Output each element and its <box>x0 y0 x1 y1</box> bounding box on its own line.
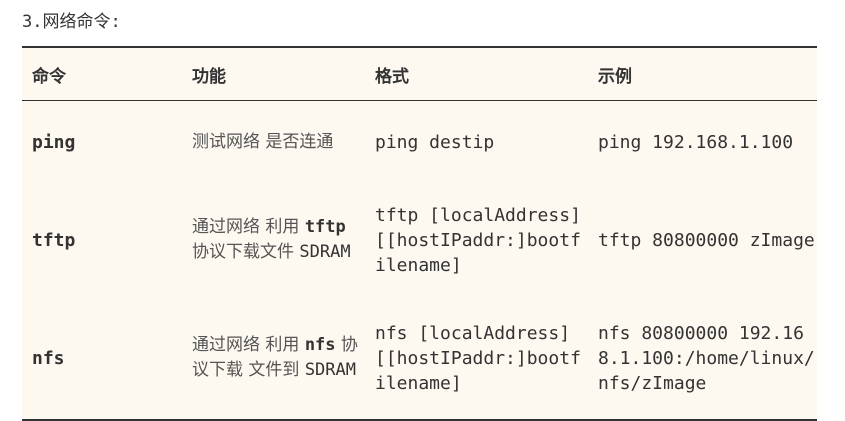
table-row: ping 测试网络 是否连通 ping destip ping 192.168.… <box>22 101 817 184</box>
header-command: 命令 <box>22 48 182 101</box>
example-cell: tftp 80800000 zImage <box>598 229 815 251</box>
header-example: 示例 <box>588 48 817 101</box>
command-cell: ping <box>32 131 76 153</box>
command-cell: tftp <box>32 229 76 251</box>
table-row: tftp 通过网络 利用 tftp 协议下载文件 SDRAM tftp [loc… <box>22 183 817 297</box>
header-format: 格式 <box>365 48 588 101</box>
function-text: 测试网络 是否连通 <box>192 131 334 152</box>
table-row: nfs 通过网络 利用 nfs 协议下载 文件到 SDRAM nfs [loca… <box>22 297 817 419</box>
header-function: 功能 <box>182 48 365 101</box>
function-code-text: SDRAM <box>304 360 356 380</box>
format-cell: ping destip <box>375 131 495 153</box>
example-cell: ping 192.168.1.100 <box>598 131 794 153</box>
function-cell: 通过网络 利用 tftp 协议下载文件 SDRAM <box>182 183 365 297</box>
function-text: 协议下载文件 <box>192 242 300 262</box>
function-code-text: nfs <box>304 335 336 355</box>
format-cell: tftp [localAddress] [[hostIPaddr:]bootfi… <box>375 204 581 276</box>
command-cell: nfs <box>32 347 65 369</box>
format-cell: nfs [localAddress] [[hostIPaddr:]bootfil… <box>375 322 581 394</box>
table-header-row: 命令 功能 格式 示例 <box>22 48 817 101</box>
example-cell: nfs 80800000 192.168.1.100:/home/linux/n… <box>598 322 815 394</box>
function-text: 通过网络 利用 <box>192 217 305 237</box>
section-heading: 3.网络命令: <box>22 12 121 32</box>
function-text: 协议下载 文件到 <box>192 335 358 380</box>
function-text: 通过网络 利用 <box>192 335 305 355</box>
function-code-text: tftp <box>304 217 346 237</box>
function-code-text: SDRAM <box>299 242 351 262</box>
network-commands-table: 命令 功能 格式 示例 ping 测试网络 是否连通 ping destip p… <box>22 46 817 421</box>
function-cell: 通过网络 利用 nfs 协议下载 文件到 SDRAM <box>182 297 365 419</box>
function-cell: 测试网络 是否连通 <box>182 101 365 184</box>
